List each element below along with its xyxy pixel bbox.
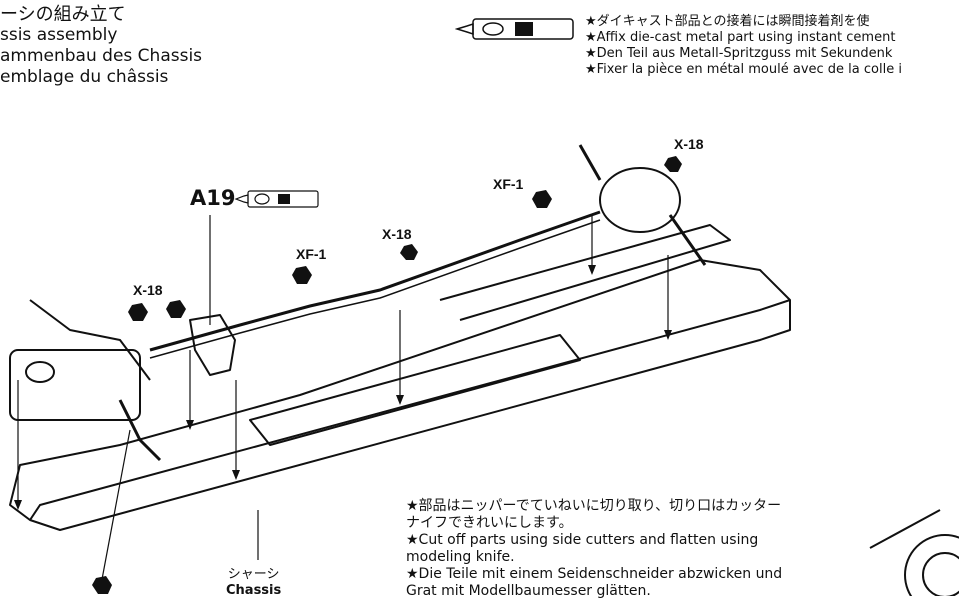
propeller-shaft <box>149 210 601 352</box>
cement-note-en: ★Affix die-cast metal part using instant… <box>585 30 896 45</box>
part-a19-label: A19 <box>190 186 236 210</box>
screw-x18-left-b <box>166 300 186 318</box>
title-japanese: ーシの組み立て <box>0 4 126 25</box>
screw-bottom <box>92 576 112 594</box>
screw-xf1-mid <box>292 266 312 284</box>
part-label-xf1-upper: XF-1 <box>493 176 524 192</box>
chassis-tub <box>9 259 791 531</box>
part-label-xf1-mid: XF-1 <box>296 246 327 262</box>
chassis-label: シャーシ Chassis <box>226 567 281 599</box>
screw-xf1-upper <box>532 190 552 208</box>
cutting-note-jp-2: ナイフできれいにします。 <box>406 515 573 531</box>
rear-differential <box>599 167 681 233</box>
screw-x18-left-a <box>128 303 148 321</box>
cutting-note-en-2: modeling knife. <box>406 549 515 565</box>
cement-note-de: ★Den Teil aus Metall-Spritzguss mit Seku… <box>585 46 893 61</box>
chassis-label-jp: シャーシ <box>227 567 280 582</box>
cement-note: ★ダイキャスト部品との接着には瞬間接着剤を使 ★Affix die-cast m… <box>585 14 902 78</box>
part-label-x18-mid: X-18 <box>382 226 412 242</box>
title-french: emblage du châssis <box>0 67 169 87</box>
title-english: ssis assembly <box>0 25 118 45</box>
part-label-x18-top: X-18 <box>674 136 704 152</box>
chassis-label-en: Chassis <box>226 583 282 598</box>
cutting-note: ★部品はニッパーでていねいに切り取り、切り口はカッター ナイフできれいにします。… <box>406 498 858 600</box>
cutting-note-jp-1: ★部品はニッパーでていねいに切り取り、切り口はカッター <box>406 498 782 514</box>
part-label-x18-left: X-18 <box>133 282 163 298</box>
screw-x18-mid <box>400 244 418 260</box>
cutting-note-en-1: ★Cut off parts using side cutters and fl… <box>406 532 759 548</box>
a19-cement-icon <box>234 190 319 208</box>
front-gearbox <box>9 349 141 421</box>
screw-x18-top <box>664 156 682 172</box>
title-german: ammenbau des Chassis <box>0 46 203 66</box>
cement-note-jp: ★ダイキャスト部品との接着には瞬間接着剤を使 <box>585 14 870 29</box>
cutting-note-de-1: ★Die Teile mit einem Seidenschneider abz… <box>406 566 783 582</box>
center-coupler <box>189 314 236 376</box>
cutting-note-de-2: Grat mit Modellbaumesser glätten. <box>406 583 651 599</box>
section-title: ーシの組み立て ssis assembly ammenbau des Chass… <box>0 4 202 88</box>
instant-cement-icon <box>455 18 574 40</box>
cement-note-fr: ★Fixer la pièce en métal moulé avec de l… <box>585 62 902 77</box>
